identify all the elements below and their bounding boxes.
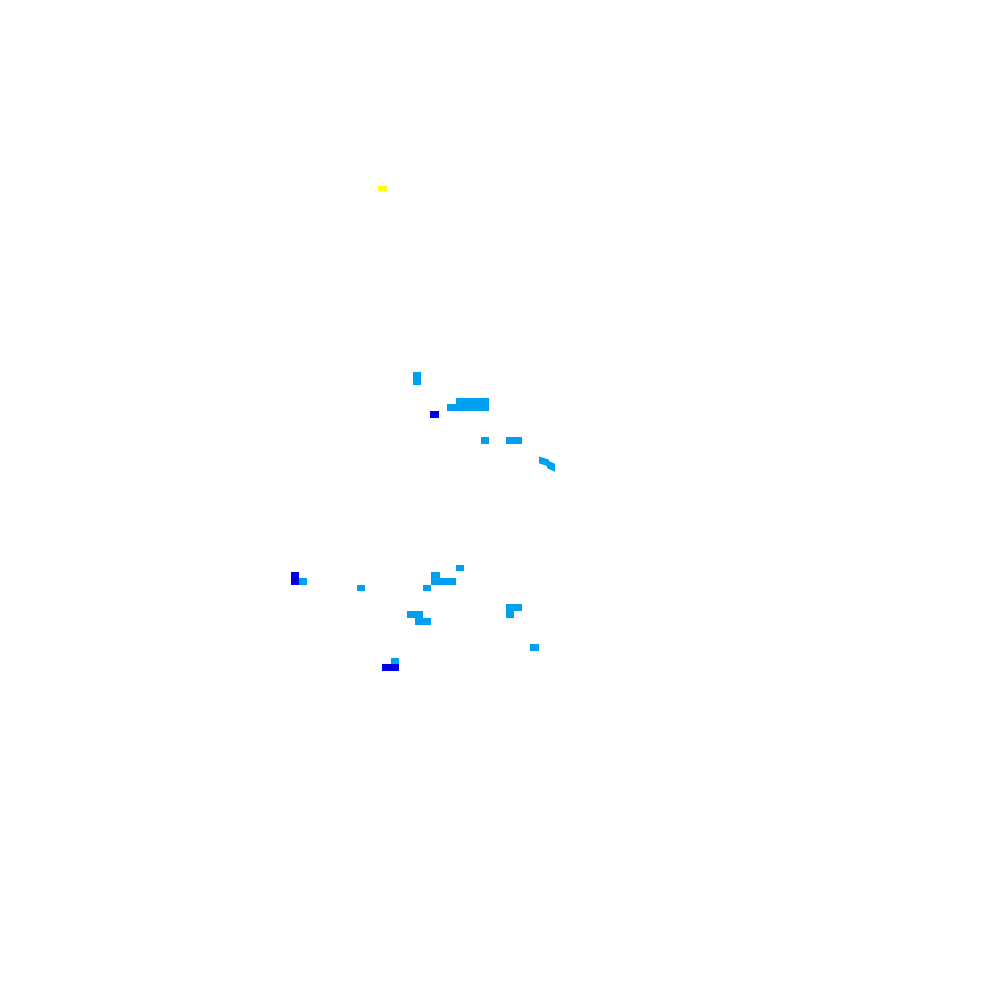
dark-blue-pixel-blob xyxy=(430,411,439,418)
light-blue-pixel-blob xyxy=(506,437,522,444)
yellow-pixel-blob xyxy=(378,186,387,191)
dark-blue-pixel-blob xyxy=(382,664,399,671)
light-blue-pixel-blob xyxy=(481,437,489,444)
light-blue-pixel-blob xyxy=(407,611,423,618)
light-blue-pixel-blob xyxy=(423,585,431,591)
light-blue-pixel-blob xyxy=(530,644,539,651)
dark-blue-pixel-blob xyxy=(291,572,299,585)
light-blue-pixel-blob xyxy=(547,460,555,472)
light-blue-pixel-blob xyxy=(440,578,456,585)
light-blue-pixel-blob xyxy=(431,572,440,585)
light-blue-pixel-blob xyxy=(391,658,399,664)
light-blue-pixel-blob xyxy=(299,578,307,585)
light-blue-pixel-blob xyxy=(415,618,431,625)
light-blue-pixel-blob xyxy=(456,565,464,571)
light-blue-pixel-blob xyxy=(413,372,421,385)
light-blue-pixel-blob xyxy=(506,604,522,611)
light-blue-pixel-blob xyxy=(447,404,457,411)
light-blue-pixel-blob xyxy=(506,611,514,618)
light-blue-pixel-blob xyxy=(456,398,489,411)
light-blue-pixel-blob xyxy=(357,585,365,591)
